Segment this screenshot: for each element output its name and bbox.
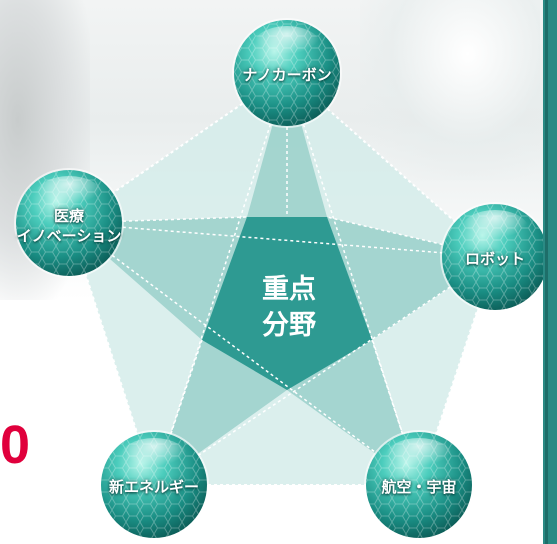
- right-side-bar-edge: [545, 0, 548, 544]
- node-label-medical: 医療 イノベーション: [4, 206, 134, 246]
- node-sphere-energy: [99, 430, 209, 540]
- partial-red-glyph: 0: [0, 415, 31, 475]
- star-dashed-lines: [68, 72, 496, 486]
- node-label-nano: ナノカーボン: [242, 66, 332, 84]
- center-label-line1: 重点: [262, 274, 316, 305]
- node-label-aero: 航空・宇宙: [381, 478, 457, 496]
- center-label: 重点 分野: [247, 272, 331, 344]
- node-label-robot: ロボット: [464, 250, 525, 268]
- node-sphere-robot: [440, 202, 550, 312]
- node-label-medical-line1: 医療: [53, 207, 84, 225]
- node-label-energy: 新エネルギー: [108, 478, 199, 496]
- node-sphere-medical: [14, 168, 124, 278]
- node-sphere-nano: [232, 18, 342, 128]
- node-label-medical-line2: イノベーション: [16, 227, 122, 245]
- background-photo-highlight: [360, 0, 540, 180]
- center-label-line2: 分野: [262, 310, 316, 341]
- node-sphere-aero: [364, 430, 474, 540]
- center-pentagon: [202, 217, 372, 390]
